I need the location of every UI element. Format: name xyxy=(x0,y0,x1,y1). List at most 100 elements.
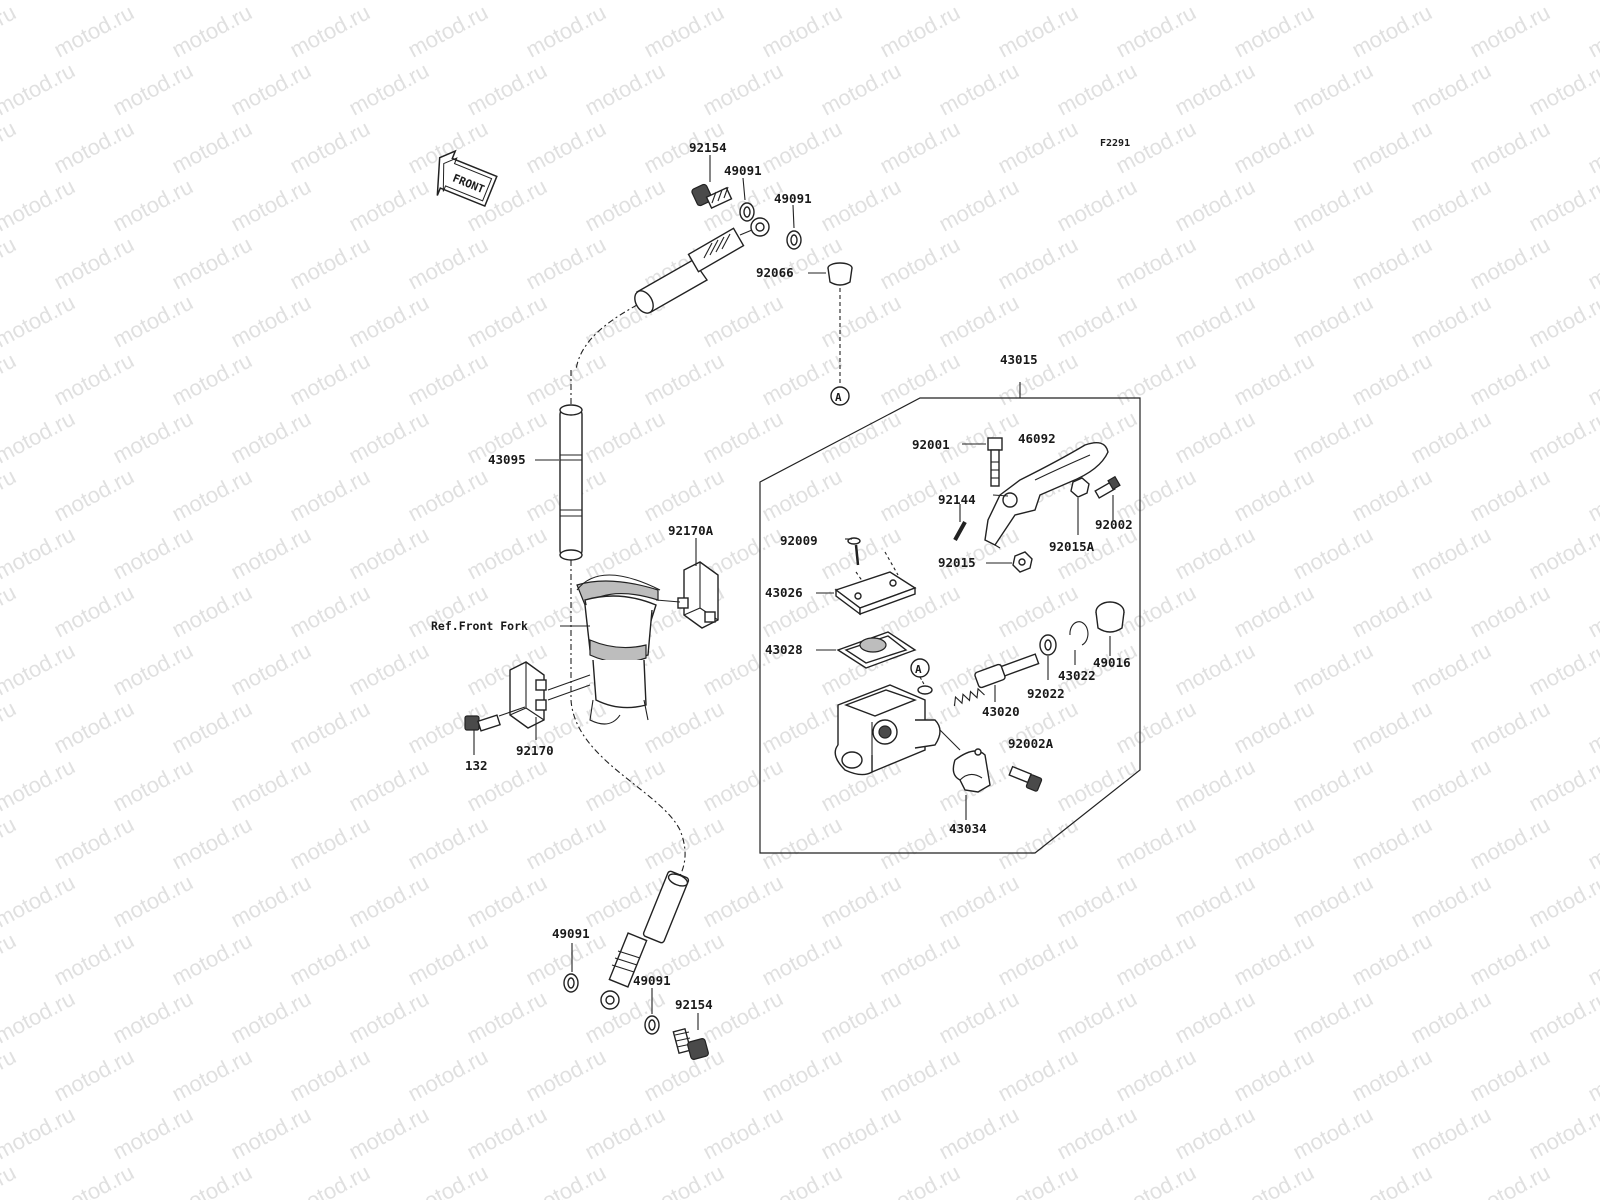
watermark-text: motod.ru xyxy=(1171,638,1259,701)
watermark-text: motod.ru xyxy=(1348,812,1436,875)
watermark-text: motod.ru xyxy=(1171,870,1259,933)
watermark-text: motod.ru xyxy=(0,0,20,62)
watermark-text: motod.ru xyxy=(50,1044,138,1107)
watermark-text: motod.ru xyxy=(50,232,138,295)
watermark-text: motod.ru xyxy=(1525,638,1600,701)
watermark-text: motod.ru xyxy=(109,986,197,1049)
watermark-text: motod.ru xyxy=(227,986,315,1049)
watermark-text: motod.ru xyxy=(0,58,79,121)
watermark-text: motod.ru xyxy=(640,696,728,759)
watermark-text: motod.ru xyxy=(227,754,315,817)
watermark-text: motod.ru xyxy=(1289,870,1377,933)
watermark-text: motod.ru xyxy=(817,406,905,469)
watermark-text: motod.ru xyxy=(1407,290,1495,353)
watermark-text: motod.ru xyxy=(935,986,1023,1049)
label-49091-top-a: 49091 xyxy=(724,163,762,178)
label-49091-bot-a: 49091 xyxy=(552,926,590,941)
watermark-text: motod.ru xyxy=(168,464,256,527)
watermark-text: motod.ru xyxy=(1289,986,1377,1049)
part-labels: 92154 49091 49091 43095 92170A Ref.Front… xyxy=(431,140,1133,1012)
watermark-text: motod.ru xyxy=(817,986,905,1049)
leader-lines xyxy=(473,155,1009,1030)
watermark-text: motod.ru xyxy=(1289,58,1377,121)
watermark-text: motod.ru xyxy=(935,870,1023,933)
watermark-text: motod.ru xyxy=(404,0,492,62)
label-46092: 46092 xyxy=(1018,431,1056,446)
watermark-text: motod.ru xyxy=(640,0,728,62)
watermark-text: motod.ru xyxy=(109,638,197,701)
watermark-text: motod.ru xyxy=(1525,174,1600,237)
watermark-text: motod.ru xyxy=(463,522,551,585)
watermark-text: motod.ru xyxy=(1466,580,1554,643)
washer-icon xyxy=(563,202,802,1035)
watermark-text: motod.ru xyxy=(50,696,138,759)
watermark-text: motod.ru xyxy=(345,754,433,817)
label-92009: 92009 xyxy=(780,533,818,548)
svg-text:A: A xyxy=(915,663,922,676)
watermark-text: motod.ru xyxy=(1525,406,1600,469)
watermark-text: motod.ru xyxy=(286,1044,374,1107)
watermark-text: motod.ru xyxy=(876,232,964,295)
watermark-text: motod.ru xyxy=(1407,522,1495,585)
watermark-text: motod.ru xyxy=(1407,870,1495,933)
watermark-text: motod.ru xyxy=(1466,1044,1554,1107)
label-43022: 43022 xyxy=(1058,668,1096,683)
watermark-text: motod.ru xyxy=(1171,58,1259,121)
watermark-text: motod.ru xyxy=(345,58,433,121)
watermark-text: motod.ru xyxy=(1348,116,1436,179)
watermark-text: motod.ru xyxy=(581,522,669,585)
watermark-text: motod.ru xyxy=(1584,464,1600,527)
watermark-text: motod.ru xyxy=(286,464,374,527)
watermark-text: motod.ru xyxy=(994,1044,1082,1107)
label-43034: 43034 xyxy=(949,821,987,836)
watermark-text: motod.ru xyxy=(1584,116,1600,179)
watermark-text: motod.ru xyxy=(345,638,433,701)
watermark-text: motod.ru xyxy=(1053,1102,1141,1165)
watermark-text: motod.ru xyxy=(1407,58,1495,121)
watermark-text: motod.ru xyxy=(1525,290,1600,353)
watermark-text: motod.ru xyxy=(1466,464,1554,527)
watermark-text: motod.ru xyxy=(640,1160,728,1200)
watermark-text: motod.ru xyxy=(1466,0,1554,62)
watermark-text: motod.ru xyxy=(0,928,20,991)
watermark-text: motod.ru xyxy=(1584,1160,1600,1200)
watermark-text: motod.ru xyxy=(0,870,79,933)
watermark-text: motod.ru xyxy=(1466,812,1554,875)
watermark-text: motod.ru xyxy=(345,290,433,353)
watermark-text: motod.ru xyxy=(1112,0,1200,62)
watermark-text: motod.ru xyxy=(1171,174,1259,237)
watermark-text: motod.ru xyxy=(1230,696,1318,759)
watermark-text: motod.ru xyxy=(1053,174,1141,237)
piston-spring-icon xyxy=(953,653,1040,706)
label-43028: 43028 xyxy=(765,642,803,657)
label-132: 132 xyxy=(465,758,488,773)
watermark-text: motod.ru xyxy=(1289,522,1377,585)
watermark-text: motod.ru xyxy=(1112,1160,1200,1200)
watermark-text: motod.ru xyxy=(345,522,433,585)
watermark-text: motod.ru xyxy=(935,174,1023,237)
watermark-text: motod.ru xyxy=(1230,116,1318,179)
watermark-text: motod.ru xyxy=(1112,812,1200,875)
watermark-text: motod.ru xyxy=(876,0,964,62)
watermark-text: motod.ru xyxy=(0,986,79,1049)
bolt-92002-icon xyxy=(1094,475,1121,520)
marker-a-icon: A A xyxy=(830,386,930,687)
watermark-text: motod.ru xyxy=(994,580,1082,643)
watermark-text: motod.ru xyxy=(758,232,846,295)
watermark-text: motod.ru xyxy=(1466,348,1554,411)
watermark-text: motod.ru xyxy=(1348,696,1436,759)
watermark-text: motod.ru xyxy=(0,348,20,411)
watermark-text: motod.ru xyxy=(758,1160,846,1200)
diagram-code: F2291 xyxy=(1100,138,1130,149)
watermark-text: motod.ru xyxy=(50,812,138,875)
watermark-text: motod.ru xyxy=(1289,754,1377,817)
watermark-text: motod.ru xyxy=(994,232,1082,295)
watermark-text: motod.ru xyxy=(404,812,492,875)
watermark-text: motod.ru xyxy=(286,696,374,759)
label-92022: 92022 xyxy=(1027,686,1065,701)
watermark-text: motod.ru xyxy=(227,870,315,933)
watermark-text: motod.ru xyxy=(1466,928,1554,991)
watermark-text: motod.ru xyxy=(581,406,669,469)
watermark-text: motod.ru xyxy=(404,348,492,411)
